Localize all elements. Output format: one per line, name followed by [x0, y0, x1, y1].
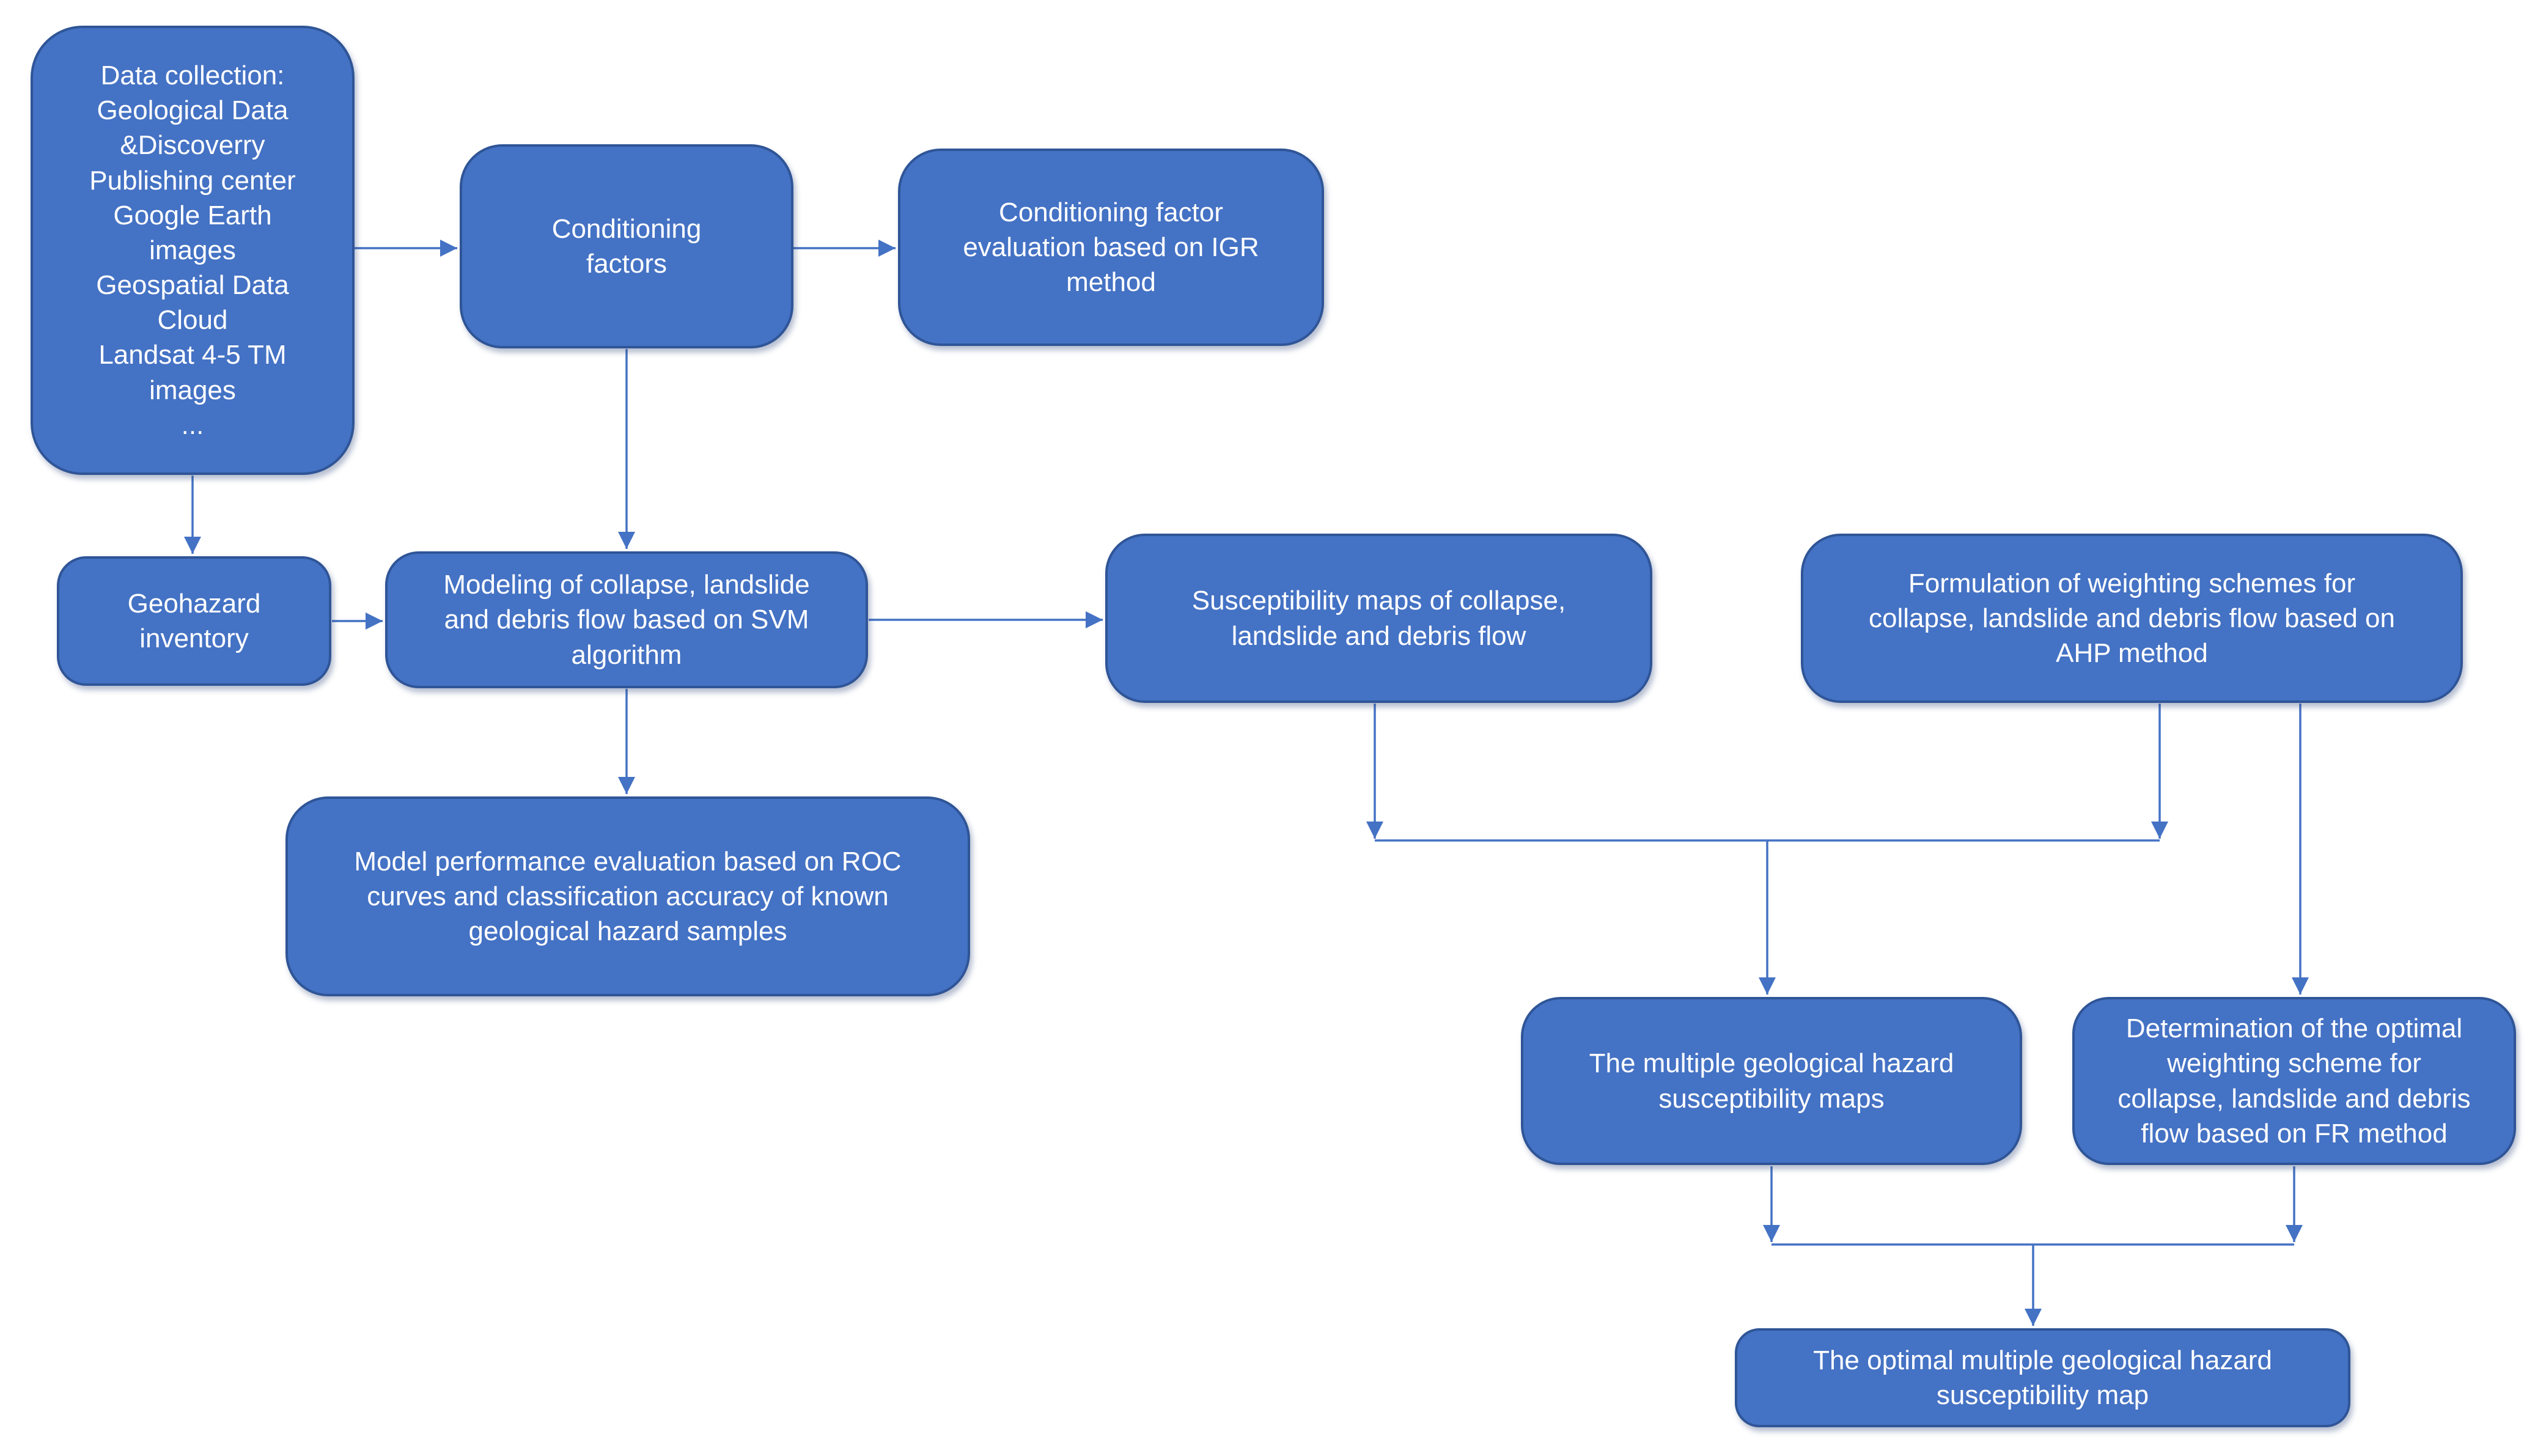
- node-data-collection-label: Data collection: Geological Data &Discov…: [89, 60, 296, 440]
- node-igr-evaluation-label: Conditioning factor evaluation based on …: [963, 197, 1259, 298]
- node-geohazard-inventory-label: Geohazard inventory: [127, 588, 261, 653]
- node-conditioning-factors: Conditioning factors: [460, 144, 793, 348]
- node-susceptibility-maps: Susceptibility maps of collapse, landsli…: [1105, 534, 1652, 703]
- node-optimal-map: The optimal multiple geological hazard s…: [1735, 1328, 2350, 1427]
- node-geohazard-inventory: Geohazard inventory: [57, 556, 331, 686]
- node-conditioning-factors-label: Conditioning factors: [551, 213, 702, 279]
- node-ahp-weighting-label: Formulation of weighting schemes for col…: [1868, 568, 2395, 669]
- node-igr-evaluation: Conditioning factor evaluation based on …: [898, 149, 1324, 346]
- node-fr-optimal-weighting: Determination of the optimal weighting s…: [2072, 997, 2516, 1165]
- node-susceptibility-maps-label: Susceptibility maps of collapse, landsli…: [1191, 586, 1566, 651]
- node-optimal-map-label: The optimal multiple geological hazard s…: [1813, 1345, 2272, 1410]
- node-roc-evaluation: Model performance evaluation based on RO…: [285, 796, 970, 996]
- node-roc-evaluation-label: Model performance evaluation based on RO…: [354, 846, 902, 947]
- node-ahp-weighting: Formulation of weighting schemes for col…: [1801, 534, 2463, 703]
- node-svm-modeling: Modeling of collapse, landslide and debr…: [385, 551, 868, 688]
- node-svm-modeling-label: Modeling of collapse, landslide and debr…: [443, 570, 810, 670]
- node-multi-hazard-maps-label: The multiple geological hazard susceptib…: [1589, 1048, 1954, 1114]
- node-multi-hazard-maps: The multiple geological hazard susceptib…: [1521, 997, 2022, 1165]
- node-data-collection: Data collection: Geological Data &Discov…: [31, 26, 355, 475]
- node-fr-optimal-weighting-label: Determination of the optimal weighting s…: [2117, 1013, 2471, 1149]
